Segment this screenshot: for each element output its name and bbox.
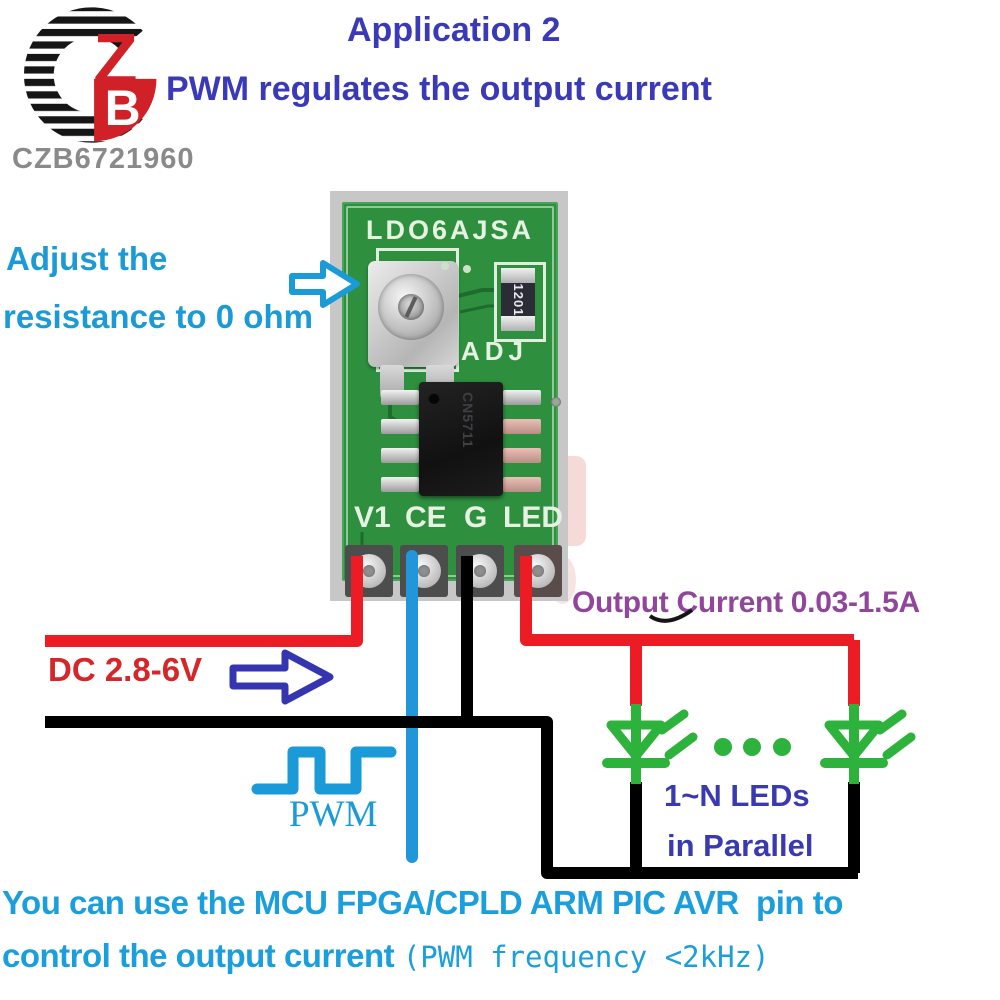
resistor-cap [501, 316, 535, 331]
ic-pin [503, 448, 541, 463]
logo-z: Z [93, 20, 138, 101]
adjust-note-line1: Adjust the [6, 240, 168, 277]
via-dot [463, 265, 471, 273]
footer-line2: control the output current (PWM frequenc… [2, 937, 769, 975]
via-dot [441, 262, 449, 270]
page-title: Application 2 [347, 11, 561, 49]
pcb-module-photo: LDO6AJSA 1201 [330, 191, 568, 601]
led2-ray [875, 709, 907, 735]
leds-note-line1: 1~N LEDs [664, 778, 810, 813]
pin-label-v1: V1 [354, 501, 391, 534]
ic-pin [503, 477, 541, 492]
czb-logo-icon: Z B [24, 7, 157, 143]
pcb-board: LDO6AJSA 1201 [342, 202, 563, 597]
footer-line1: You can use the MCU FPGA/CPLD ARM PIC AV… [2, 884, 843, 921]
ic-pin [503, 390, 541, 405]
pwm-waveform-icon [251, 746, 397, 795]
led1-ray [657, 709, 689, 735]
logo-b: B [105, 80, 141, 136]
dc-input-label: DC 2.8-6V [48, 651, 203, 688]
adj-silk-label: ADJ [461, 336, 529, 366]
pad-g [456, 545, 504, 597]
v1-supply-wire [45, 556, 363, 647]
led2-ray [882, 732, 916, 760]
ic-pin [381, 477, 419, 492]
mount-hole [551, 397, 561, 407]
resistor-cap [501, 268, 535, 283]
pad-ce [400, 545, 448, 597]
pwm-label: PWM [289, 794, 378, 835]
pad-led [514, 545, 562, 597]
footer-line2-note: (PWM frequency <2kHz) [402, 940, 770, 974]
ic-part-number: CN5711 [460, 392, 476, 449]
pin-label-g: G [464, 501, 488, 534]
led1-symbol [602, 704, 698, 784]
led1-ray [664, 732, 698, 760]
page-subtitle: PWM regulates the output current [166, 70, 712, 108]
logo-red-quarter [94, 78, 157, 142]
ic-pin [381, 390, 419, 405]
ic-pin [381, 419, 419, 434]
led2-symbol [820, 704, 916, 784]
output-current-label: Output Current 0.03-1.5A [572, 586, 920, 619]
ellipsis-dots [714, 738, 791, 756]
footer-line2-bold: control the output current [2, 937, 403, 974]
ic-pin [381, 448, 419, 463]
pin-label-led: LED [503, 501, 563, 534]
pin-label-ce: CE [405, 501, 447, 534]
board-model-label: LDO6AJSA [365, 215, 535, 245]
dc-input-arrow-icon [229, 649, 334, 705]
ic-pin1-dot [428, 392, 440, 404]
silkscreen-frame [346, 206, 554, 577]
leds-note-line2: in Parallel [667, 828, 814, 863]
brand-name: CZB6721960 [12, 143, 195, 175]
pad-v1 [345, 545, 393, 597]
adjust-note-line2: resistance to 0 ohm [3, 298, 313, 335]
resistor-silk-outline [494, 262, 546, 342]
ic-pin [503, 419, 541, 434]
smd-resistor: 1201 [501, 268, 535, 331]
resistor-value-label: 1201 [511, 283, 526, 317]
